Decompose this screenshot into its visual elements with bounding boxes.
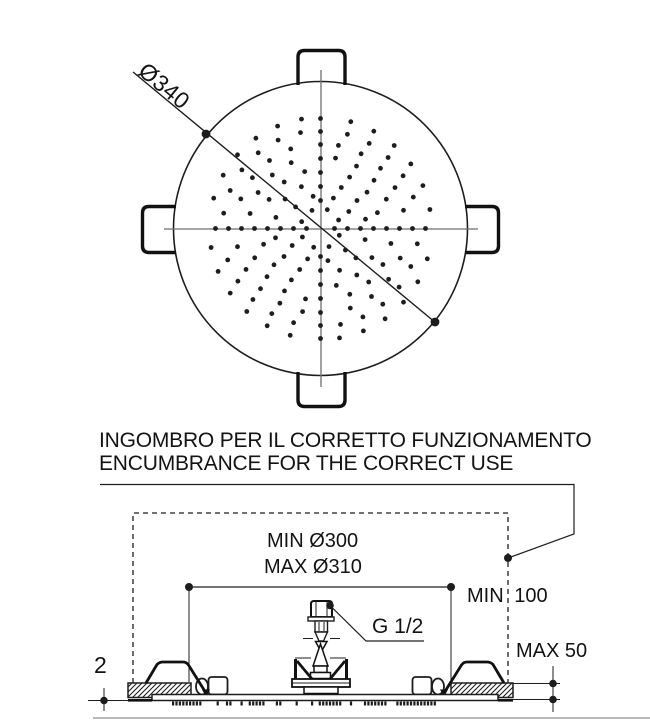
thread-leader-line [329,605,424,642]
dimension-dot [430,317,440,327]
fitting-taper [313,631,329,642]
dimension-dot [549,695,557,704]
mounting-tab-top [296,48,347,85]
dimension-dot [185,583,193,591]
supply-fitting [303,600,424,654]
bracket-brace-right [328,660,347,680]
clip-body-right [411,676,433,696]
fitting-thread [314,620,329,633]
plate-nozzle-ticks [172,701,436,706]
top-view [132,48,501,409]
ceiling-max-label: MAX 50 [516,640,588,662]
nozzle-dot-pattern [208,116,433,341]
inlet-arrow-up [311,641,330,667]
dimension-dot [549,679,557,688]
spring-foot-arrow [202,689,210,697]
protrusion-label: 2 [94,652,107,678]
spring-foot-arrow [440,689,448,697]
title-italian: INGOMBRO PER IL CORRETTO FUNZIONAMENTO [99,429,592,452]
mounting-spring-left [144,660,208,694]
thread-label: G 1/2 [372,615,424,638]
inlet-socket-bottom [309,671,332,680]
clip-body-left [207,676,229,696]
inlet-socket-top [313,665,328,674]
encumbrance-zone-dashed [132,512,509,683]
bracket-base-lower [303,686,339,695]
section-view [88,483,575,712]
bracket-brace-left [295,660,314,680]
inlet-bracket [291,641,351,695]
dimension-dot [201,129,211,139]
title-english: ENCUMBRANCE FOR THE CORRECT USE [99,452,514,475]
hole-min-label: MIN Ø300 [267,530,359,552]
clearance-label: MIN 100 [467,585,548,607]
mounting-tab-right [465,204,501,255]
dimension-dot [447,583,455,591]
hole-max-label: MAX Ø310 [264,556,362,578]
dimension-dot [100,696,108,705]
title-leader-line [100,483,575,559]
mounting-tab-left [140,204,176,255]
mounting-tab-bottom [296,372,347,409]
mounting-spring-right [442,660,506,694]
shower-plate [151,693,499,702]
